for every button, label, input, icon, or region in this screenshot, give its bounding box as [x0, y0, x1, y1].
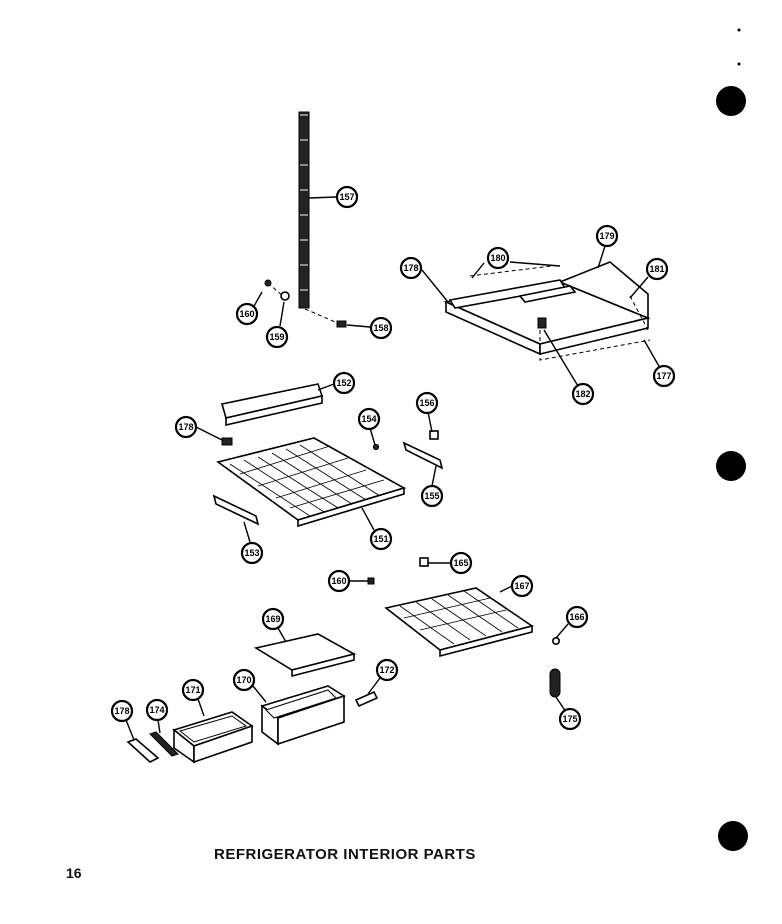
svg-text:169: 169 — [265, 614, 280, 624]
svg-text:156: 156 — [419, 398, 434, 408]
callout-154: 154 — [357, 407, 381, 431]
callout-172: 172 — [375, 658, 399, 682]
callout-179: 179 — [595, 224, 619, 248]
svg-text:172: 172 — [379, 665, 394, 675]
front-bracket-153 — [212, 494, 260, 526]
svg-text:178: 178 — [403, 263, 418, 273]
svg-text:154: 154 — [361, 414, 376, 424]
callout-158: 158 — [369, 316, 393, 340]
crisper-cover-assembly — [443, 261, 651, 361]
svg-text:178: 178 — [178, 422, 193, 432]
callout-178c: 178 — [110, 699, 134, 723]
callout-160b: 160 — [327, 569, 351, 593]
svg-text:151: 151 — [373, 534, 388, 544]
drawer-171 — [172, 711, 254, 764]
screw-154 — [372, 443, 380, 451]
svg-text:160: 160 — [239, 309, 254, 319]
binder-holes — [716, 28, 748, 851]
svg-text:181: 181 — [649, 264, 664, 274]
callout-156: 156 — [415, 391, 439, 415]
callout-178: 178 — [399, 256, 423, 280]
svg-text:159: 159 — [269, 332, 284, 342]
wire-shelf-151 — [216, 437, 407, 528]
callout-166: 166 — [565, 605, 589, 629]
clip-165 — [419, 557, 429, 567]
callout-180: 180 — [486, 246, 510, 270]
bracket-158 — [336, 320, 347, 328]
callout-177: 177 — [652, 364, 676, 388]
callout-159: 159 — [265, 325, 289, 349]
svg-text:166: 166 — [569, 612, 584, 622]
callout-174: 174 — [145, 698, 169, 722]
callout-165: 165 — [449, 551, 473, 575]
screw-160 — [264, 279, 272, 287]
page-title: REFRIGERATOR INTERIOR PARTS — [214, 846, 476, 863]
strip-178 — [126, 738, 160, 763]
svg-text:158: 158 — [373, 323, 388, 333]
svg-text:178: 178 — [114, 706, 129, 716]
side-bracket-155 — [402, 441, 444, 470]
svg-text:160: 160 — [331, 576, 346, 586]
pin-172 — [354, 690, 379, 708]
strip-174 — [149, 731, 179, 757]
svg-text:171: 171 — [185, 685, 200, 695]
clip-166 — [551, 636, 560, 645]
roller-175 — [549, 668, 561, 698]
svg-text:179: 179 — [599, 231, 614, 241]
callout-182: 182 — [571, 382, 595, 406]
svg-text:152: 152 — [336, 378, 351, 388]
callout-169: 169 — [261, 607, 285, 631]
callout-178b: 178 — [174, 415, 198, 439]
callout-157: 157 — [335, 185, 359, 209]
svg-text:167: 167 — [514, 581, 529, 591]
shelf-rear-rail — [220, 383, 324, 427]
callout-181: 181 — [645, 257, 669, 281]
screw-160b — [367, 577, 375, 585]
clip-178 — [221, 437, 233, 446]
svg-text:155: 155 — [424, 491, 439, 501]
svg-text:165: 165 — [453, 558, 468, 568]
svg-text:170: 170 — [236, 675, 251, 685]
callout-160: 160 — [235, 302, 259, 326]
wire-shelf-167 — [384, 587, 534, 658]
callout-175: 175 — [558, 707, 582, 731]
callout-167: 167 — [510, 574, 534, 598]
shelf-ladder-rail — [298, 111, 310, 309]
callout-151: 151 — [369, 527, 393, 551]
callout-170: 170 — [232, 668, 256, 692]
svg-text:180: 180 — [490, 253, 505, 263]
nut-156 — [429, 430, 439, 440]
svg-text:177: 177 — [656, 371, 671, 381]
svg-text:157: 157 — [339, 192, 354, 202]
callout-171: 171 — [181, 678, 205, 702]
svg-text:153: 153 — [244, 548, 259, 558]
page-number: 16 — [66, 865, 82, 881]
callout-153: 153 — [240, 541, 264, 565]
drawer-170 — [260, 685, 346, 746]
callout-152: 152 — [332, 371, 356, 395]
callout-155: 155 — [420, 484, 444, 508]
nut-159 — [280, 291, 290, 301]
svg-text:182: 182 — [575, 389, 590, 399]
crisper-cover-169 — [253, 633, 357, 678]
svg-text:175: 175 — [562, 714, 577, 724]
svg-text:174: 174 — [149, 705, 164, 715]
